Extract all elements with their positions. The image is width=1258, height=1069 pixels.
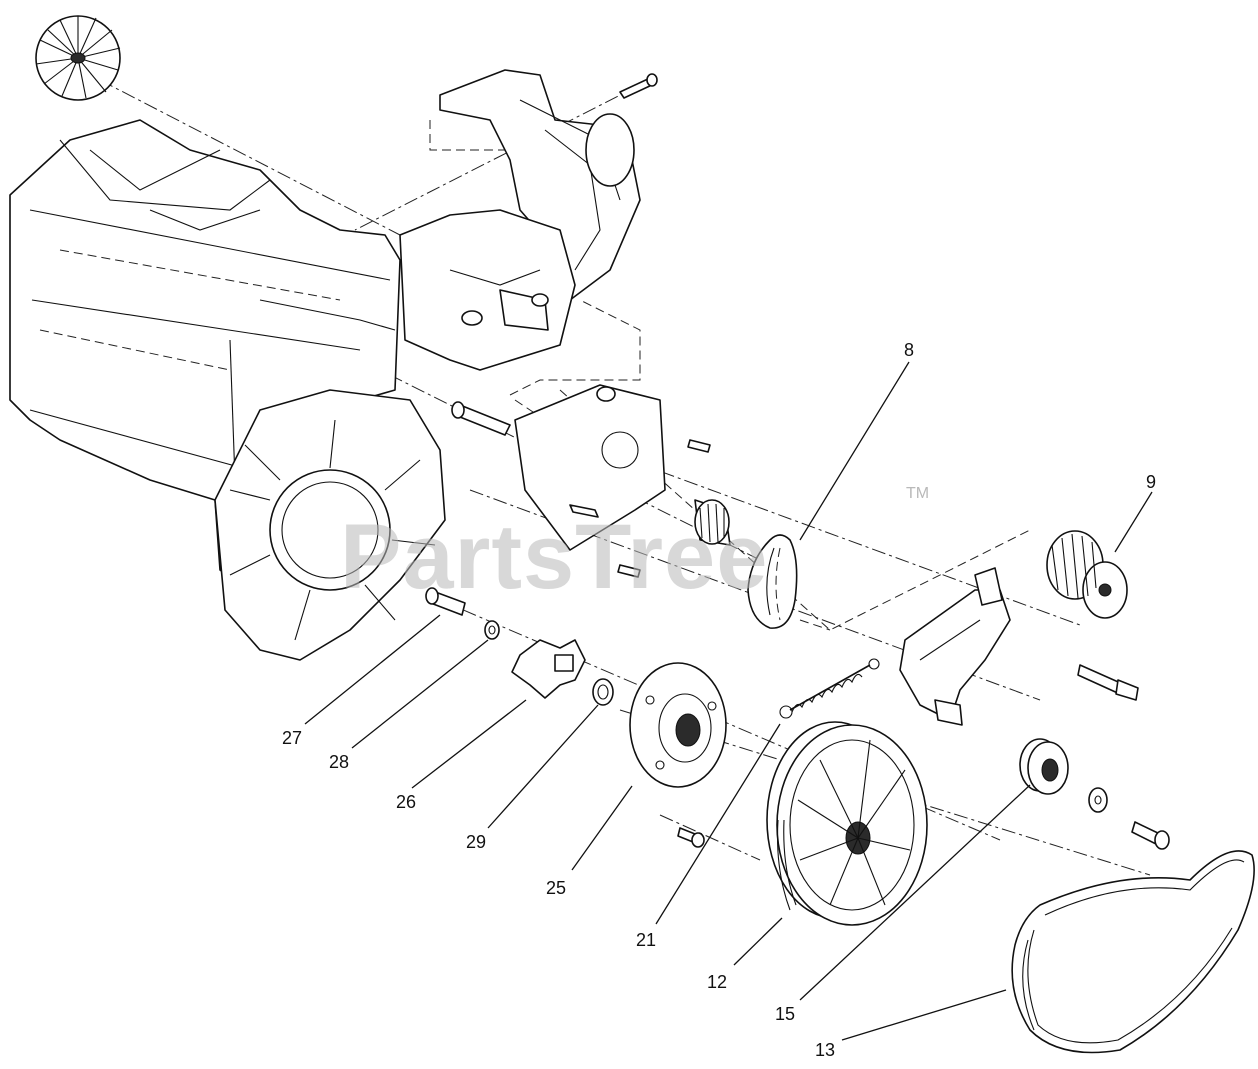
drive-sprocket (694, 499, 731, 546)
callout-29: 29 (466, 832, 486, 852)
bolt-27 (425, 587, 466, 616)
impeller-fan (35, 15, 121, 101)
callout-labels: 8 9 27 28 26 29 25 21 12 15 13 (282, 340, 1156, 1060)
washer-29 (592, 678, 614, 706)
coupler-26 (511, 639, 586, 699)
bearing-flange-25 (629, 662, 727, 788)
chute-bracket (439, 69, 641, 301)
callout-27: 27 (282, 728, 302, 748)
callout-8: 8 (904, 340, 914, 360)
callout-21: 21 (636, 930, 656, 950)
callout-25: 25 (546, 878, 566, 898)
extension-spring (779, 658, 880, 719)
watermark: PartsTree TM (340, 485, 929, 608)
washer-small (1088, 787, 1108, 813)
callout-28: 28 (329, 752, 349, 772)
shoulder-bolt (1077, 664, 1139, 701)
upper-pulley (1046, 530, 1128, 619)
idler-bolt (1131, 821, 1170, 850)
leader-lines (304, 361, 1153, 1041)
callout-26: 26 (396, 792, 416, 812)
bearing-15 (1019, 738, 1069, 795)
side-plate (214, 389, 446, 661)
callout-13: 13 (815, 1040, 835, 1060)
watermark-text: PartsTree (340, 506, 768, 608)
callout-9: 9 (1146, 472, 1156, 492)
v-belt-13 (1011, 850, 1255, 1054)
timing-belt (747, 534, 798, 629)
watermark-trademark: TM (906, 485, 929, 502)
small-screw (617, 564, 641, 578)
gearbox-housing (399, 209, 576, 371)
mounting-plate (451, 384, 711, 551)
flange-screw (677, 827, 705, 848)
callout-15: 15 (775, 1004, 795, 1024)
large-pulley-12 (766, 721, 928, 926)
top-screw (619, 73, 658, 99)
callout-12: 12 (707, 972, 727, 992)
washer-28 (484, 620, 500, 640)
idler-bracket (899, 567, 1011, 726)
